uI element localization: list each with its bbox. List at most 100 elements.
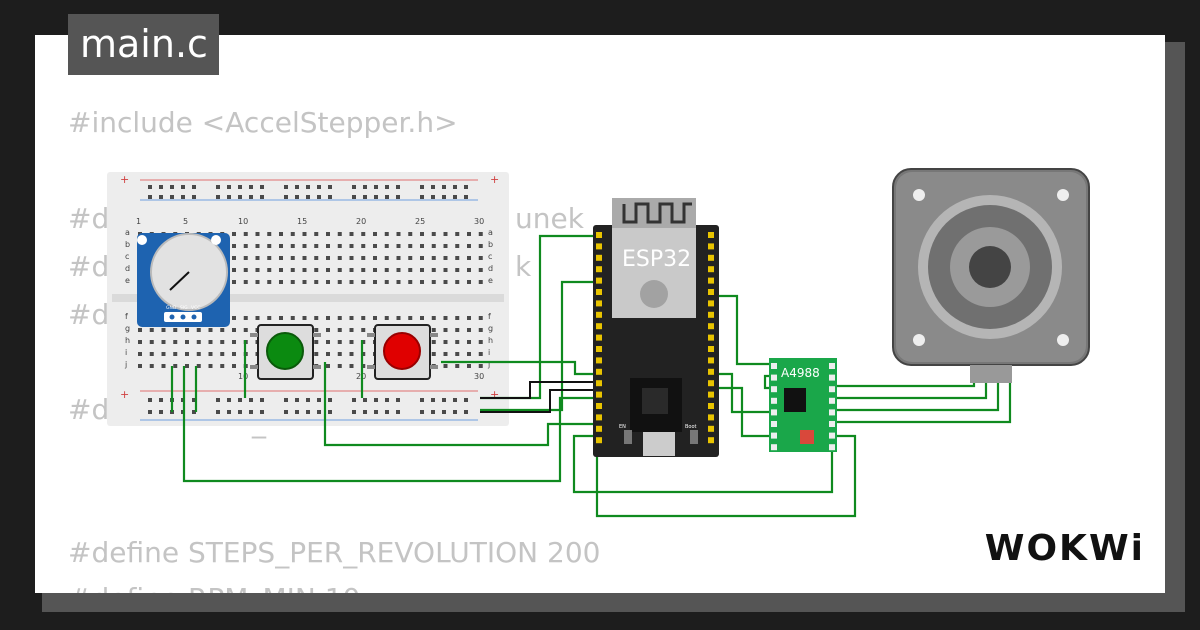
pin-hole (314, 280, 319, 284)
pin-hole (420, 410, 424, 414)
pin-hole (192, 398, 196, 402)
pin-hole (290, 232, 295, 236)
pin-hole (467, 352, 471, 356)
pin-hole (373, 244, 377, 248)
pin-hole (829, 432, 835, 439)
pin-hole (255, 244, 260, 248)
potentiometer[interactable]: GND SIG VCC (137, 233, 230, 327)
pin-hole (829, 374, 835, 381)
pin-hole (455, 340, 460, 344)
pin-hole (337, 268, 342, 272)
wire (834, 380, 988, 400)
pin-hole (596, 289, 602, 295)
pin-hole (267, 244, 272, 248)
pin-hole (596, 357, 602, 364)
pin-hole (349, 316, 354, 320)
red-pushbutton[interactable] (367, 324, 438, 380)
pin-hole (431, 316, 436, 320)
pin-hole (443, 340, 448, 344)
pin-hole (408, 268, 413, 272)
pin-hole (361, 316, 366, 320)
pin-hole (408, 232, 413, 236)
pin-hole (443, 352, 448, 356)
pin-hole (260, 195, 264, 199)
pin-hole (192, 185, 196, 189)
pin-hole (408, 280, 413, 284)
rail-plus-label-bottom: + (120, 388, 129, 401)
pin-hole (455, 364, 460, 368)
pin-hole (361, 280, 366, 284)
usb-connector (643, 432, 675, 456)
pin-hole (431, 280, 436, 284)
pin-hole (314, 232, 319, 236)
pin-hole (361, 364, 366, 368)
pin-hole (443, 364, 448, 368)
pin-hole (302, 280, 307, 284)
wire (572, 434, 834, 494)
pin-hole (337, 256, 342, 260)
pin-hole (396, 268, 401, 272)
pin-hole (374, 398, 378, 402)
pin-hole (596, 266, 602, 273)
pin-hole (279, 316, 283, 320)
pin-hole (159, 185, 163, 189)
pin-hole (243, 244, 248, 248)
pin-hole (181, 185, 185, 189)
pin-hole (279, 244, 283, 248)
pin-hole (249, 185, 253, 189)
row-label: c (488, 252, 492, 261)
pin-hole (232, 280, 236, 284)
pin-hole (216, 398, 220, 402)
esp32-board[interactable]: ESP32 EN Boot (593, 198, 719, 457)
pin-hole (148, 398, 152, 402)
a4988-driver[interactable]: A4988 (769, 358, 837, 452)
pin-hole (185, 352, 189, 356)
pin-hole (337, 352, 342, 356)
pin-hole (361, 328, 366, 332)
green-button-cap[interactable] (266, 332, 304, 370)
pin-hole (138, 328, 142, 332)
pin-hole (306, 195, 310, 199)
pin-hole (708, 277, 714, 284)
pin-hole (467, 364, 471, 368)
pin-hole (464, 410, 468, 414)
col-label: 30 (474, 372, 484, 381)
pin-hole (314, 244, 319, 248)
col-label: 30 (474, 217, 484, 226)
en-button[interactable] (624, 430, 632, 444)
boot-button[interactable] (690, 430, 698, 444)
pin-hole (478, 364, 483, 368)
pin-hole (196, 340, 201, 344)
pin-hole (771, 444, 777, 451)
pin-hole (349, 256, 354, 260)
pin-hole (420, 316, 424, 320)
red-button-cap[interactable] (383, 332, 421, 370)
pin-hole (227, 410, 231, 414)
pin-hole (337, 340, 342, 344)
pin-hole (173, 340, 178, 344)
col-label: 10 (238, 372, 248, 381)
pin-hole (467, 256, 471, 260)
pin-hole (302, 232, 307, 236)
green-pushbutton[interactable] (250, 324, 321, 380)
pin-hole (306, 410, 310, 414)
pin-hole (161, 340, 166, 344)
pin-hole (196, 352, 201, 356)
pin-hole (314, 328, 319, 332)
pin-hole (352, 195, 356, 199)
pin-hole (708, 380, 714, 387)
pin-hole (149, 340, 154, 344)
file-tab[interactable]: main.c (68, 14, 219, 75)
col-label: 10 (238, 217, 248, 226)
pin-hole (420, 232, 424, 236)
pin-hole (708, 323, 714, 330)
pin-hole (192, 410, 196, 414)
row-label: b (125, 240, 130, 249)
code-fragment-1: unek (515, 202, 584, 235)
pin-hole (159, 410, 163, 414)
pin-hole (596, 391, 602, 398)
stepper-motor[interactable] (892, 168, 1090, 383)
pin-hole (295, 195, 299, 199)
pin-hole (373, 232, 377, 236)
